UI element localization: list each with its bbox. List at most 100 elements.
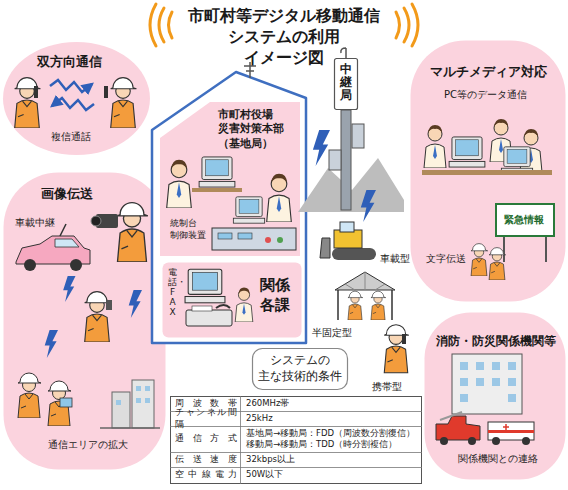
relay-station-scene [313,130,330,166]
image-transmission-scene [48,381,71,426]
bubble-heading: 消防・防災関係機関等 [436,334,556,350]
city-hall-scene [185,269,225,303]
text-slot: 50W以下 [246,469,283,480]
text-slot: 関係機関との連絡 [458,452,538,465]
two-way-scene [104,86,108,98]
table-rule [170,452,422,453]
bubble-heading: 画像伝送 [41,186,93,203]
tent-scene [371,291,386,320]
image-transmission-scene [24,259,36,271]
handheld-scene [402,334,406,344]
tent-scene [345,272,385,290]
city-hall-building: 市町村役場 災害対策本部 （基地局） 統制台 制御装置電話・FAX 関係 各課 [150,68,308,345]
image-transmission-scene [136,398,141,403]
text-slot: 市町村等デジタル移動通信 システムの利用 イメージ図 [187,6,381,68]
image-transmission-scene [116,400,121,405]
handheld-scene [384,325,409,373]
image-transmission-scene [85,292,111,342]
city-hall-scene [167,160,192,208]
node-text: 統制台 制御装置 [170,218,208,241]
relay-station-scene [341,48,346,58]
node-text: 文字伝送 [426,252,466,265]
city-hall-scene [218,233,232,239]
city-hall-scene [160,102,300,256]
two-way-scene [15,78,41,128]
city-hall-scene [199,157,235,187]
node-text: 通信エリアの拡大 [48,438,128,451]
image-transmission-scene [145,398,150,403]
fire-agency-scene [508,362,516,370]
city-hall-scene [277,237,283,243]
table-cell: 空中線電力 [175,469,237,480]
two-way-scene [34,86,38,98]
text-slot: 25kHz [246,413,273,424]
multimedia-scene [449,137,485,167]
node-shape [3,172,166,470]
tent-scene [335,272,395,320]
text-slot: PC等のデータ通信 [444,88,527,101]
city-hall-scene [233,197,264,223]
two-way-bubble: 双方向通信複信通話 [3,42,150,155]
node-text: PC等のデータ通信 [444,88,527,101]
table-rule [170,426,422,427]
vehicle-scene [320,238,330,258]
node-text: 中継局 [340,63,352,103]
fire-agency-scene [508,378,516,386]
table-cell: 周波数帯 [175,398,237,409]
building-outline [152,72,306,343]
image-transmission-scene [132,380,154,428]
text-slot: 260MHz帯 [246,398,289,409]
text-slot: 緊急情報 [504,213,544,226]
signal-waves [396,12,400,38]
fire-agency-bubble: 消防・防災関係機関等関係機関との連絡 [424,312,566,480]
box-outline [335,59,358,110]
text-slot: 関係 各課 [260,276,292,315]
image-transmission-scene [18,373,41,418]
text-slot: 空中線電力 [175,469,237,480]
fire-agency-scene [492,437,500,445]
fire-agency-scene [492,378,500,386]
image-transmission-scene [145,386,150,391]
vehicle-scene [332,248,376,260]
text-slot: 32kbps以上 [246,454,295,465]
table-cell: 25kHz [246,413,273,424]
fire-agency-scene [440,437,448,445]
image-transmission-scene [70,259,82,271]
bubble-outline [4,173,166,470]
vehicle-scene [340,222,354,232]
image-transmission-scene [91,216,101,226]
text-slot: 文字伝送 [426,252,466,265]
signal-waves [404,8,409,42]
sections-panel: 電話・FAX 関係 各課 [162,262,302,338]
text-slot: 伝送速度 [175,454,237,465]
city-hall-scene [192,306,212,311]
figure-label: 緊急情報 [504,213,544,226]
text-slot: 携帯型 [372,380,402,393]
node-text: 電話・FAX [168,268,177,317]
text-slot: チャンネル間隔 [175,407,237,429]
signal-waves [412,4,418,46]
text-slot: 画像伝送 [41,186,93,203]
relay-station-scene [341,110,351,210]
conditions-table: 周波数帯260MHz帯チャンネル間隔25kHz通信方式基地局→移動局：FDD（周… [170,396,422,484]
text-slot: 統制台 制御装置 [170,218,208,241]
image-transmission-scene [136,386,141,391]
fire-agency-scene [476,362,484,370]
fire-agency-scene [460,394,468,402]
figure-label: 車載型 [380,252,410,265]
bubble-outline [425,313,566,480]
table-rule [240,396,241,484]
image-transmission-scene [100,427,160,429]
text-slot: 市町村役場 災害対策本部 （基地局） [218,108,286,151]
multimedia-scene [496,204,554,236]
text-slot: マルチメディア対応 [430,64,547,81]
fire-agency-scene [476,378,484,386]
text-slot: システムの 主な技術的条件 [257,353,343,384]
node-text: 関係 各課 [260,276,292,315]
relay-station-scene [352,124,364,148]
conditions-heading-box: システムの 主な技術的条件 [252,348,348,390]
signal-waves [169,12,173,38]
city-hall-scene [212,228,296,250]
fire-agency-scene [460,362,468,370]
